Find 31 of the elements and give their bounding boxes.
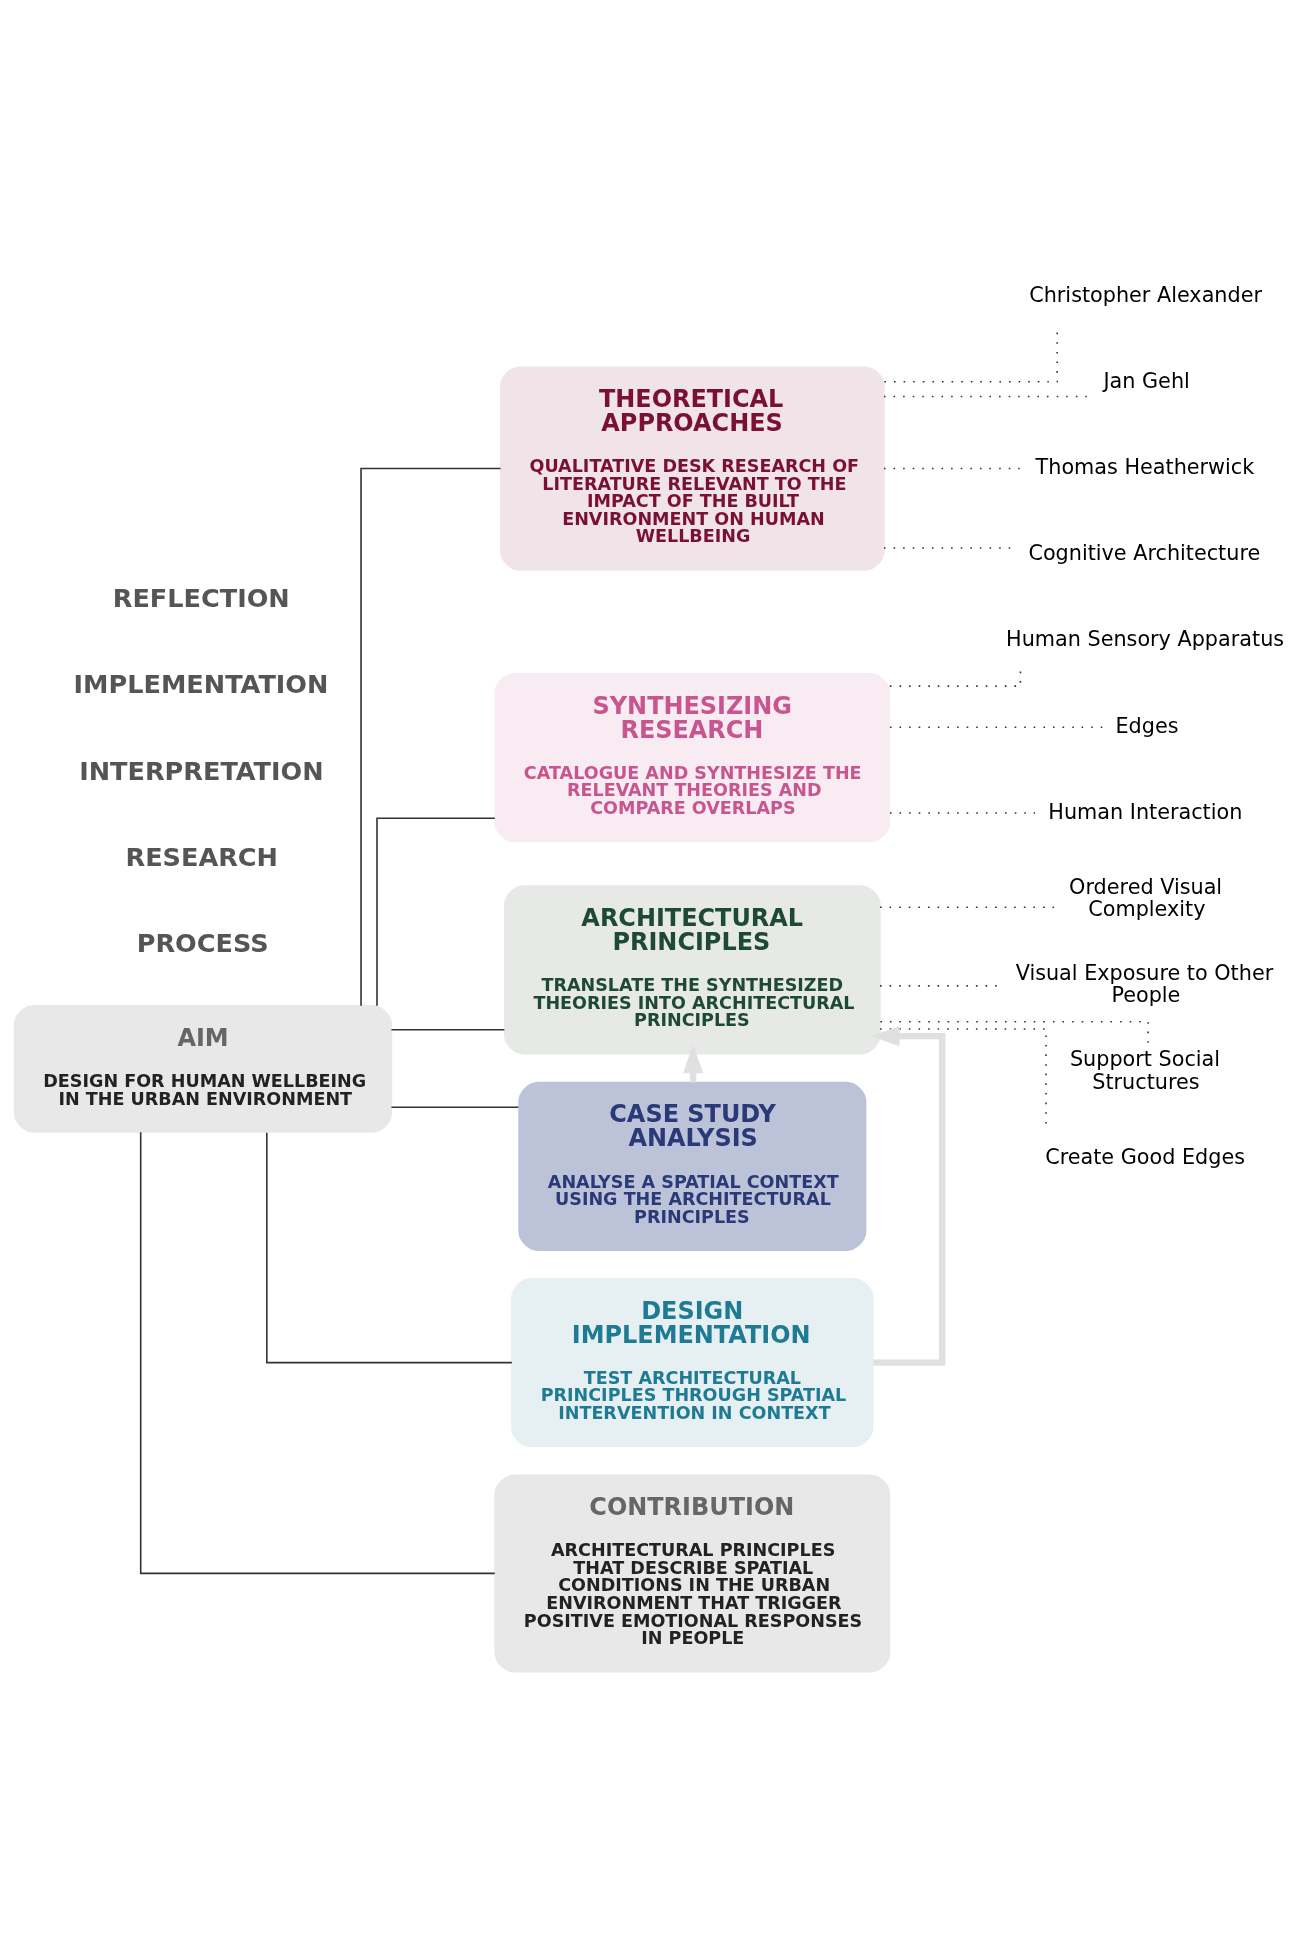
node-text: Support Social Structures (1069, 1047, 1221, 1094)
node-text: Create Good Edges (1045, 1144, 1245, 1169)
node-text: Human Sensory Apparatus (1006, 627, 1285, 652)
label: IMPLEMENTATION (73, 669, 329, 700)
connector (376, 817, 496, 1007)
node-box: CASE STUDY ANALYSIS ANALYSE A SPATIAL CONTEXT USING THE ARCHITECTURAL PRINCIPLES (518, 1081, 867, 1251)
node-text: Ordered Visual Complexity (1069, 874, 1223, 922)
node-text: Edges (1115, 713, 1179, 738)
label: RESEARCH (125, 841, 278, 872)
connector (390, 1028, 506, 1031)
node-text: Jan Gehl (1103, 368, 1190, 393)
label: REFLECTION (112, 583, 290, 614)
node-text: Cognitive Architecture (1028, 541, 1261, 566)
node-box: CONTRIBUTION ARCHITECTURAL PRINCIPLES THAT DESCRIBE SPATIAL CONDITIONS IN THE URBAN ENVIRONMENT THAT TRIGGER POSITIVE EMOTIONAL RESPONSES IN PEOPLE (494, 1474, 891, 1673)
label: INTERPRETATION (79, 755, 324, 786)
node-box: DESIGN IMPLEMENTATION TEST ARCHITECTURAL PRINCIPLES THROUGH SPATIAL INTERVENTION IN CONTEXT (511, 1278, 874, 1448)
label: PROCESS (136, 928, 269, 959)
arrow (870, 1026, 946, 1366)
connector (879, 1021, 1149, 1044)
node-text: Visual Exposure to Other People (1015, 961, 1274, 1008)
node-box: AIM DESIGN FOR HUMAN WELLBEING IN THE URBAN ENVIRONMENT (13, 1005, 393, 1133)
node-box: ARCHITECTURAL PRINCIPLES TRANSLATE THE SYNTHESIZED THEORIES INTO ARCHITECTURAL PRINCIPLES (503, 885, 881, 1055)
node-box: THEORETICAL APPROACHES QUALITATIVE DESK RESEARCH OF LITERATURE RELEVANT TO THE IMPACT OF THE BUILT ENVIRONMENT ON HUMAN WELLBEING (499, 366, 885, 571)
node-text: Thomas Heatherwick (1035, 454, 1255, 479)
node-text: Human Interaction (1048, 799, 1243, 824)
connector (360, 467, 502, 1007)
node-box: SYNTHESIZING RESEARCH CATALOGUE AND SYNTHESIZE THE RELEVANT THEORIES AND COMPARE OVERLAPS (494, 672, 891, 843)
connector (139, 1131, 496, 1575)
node-text: Christopher Alexander (1029, 282, 1262, 307)
connector (266, 1131, 513, 1364)
connector (390, 1106, 520, 1108)
